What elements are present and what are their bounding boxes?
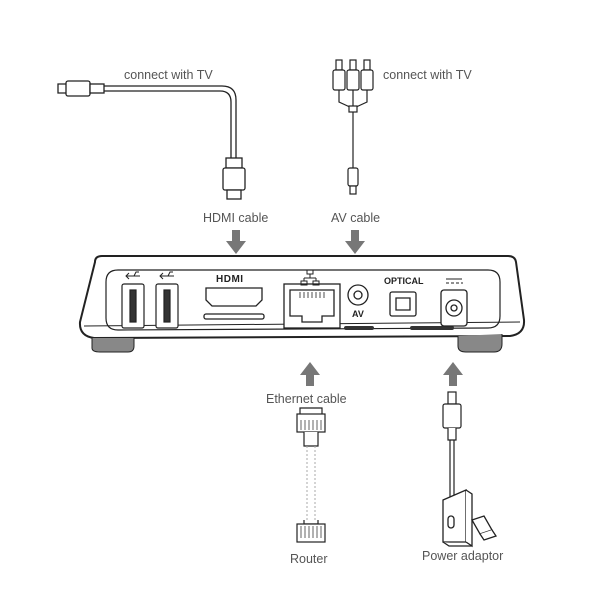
dc-power-port	[440, 289, 468, 327]
dc-plug	[442, 403, 462, 429]
rca-plug-left	[332, 59, 353, 109]
hdmi-port	[203, 287, 265, 320]
power-adaptor-cable	[442, 391, 462, 509]
hdmi-port-label: HDMI	[216, 274, 244, 285]
optical-port	[389, 291, 417, 317]
ethernet-port	[283, 283, 341, 329]
optical-slot	[410, 326, 454, 330]
ethernet-arrow-icon	[300, 362, 320, 386]
av-port	[347, 284, 369, 306]
av-arrow-icon	[345, 230, 365, 254]
hdmi-arrow-icon	[226, 230, 246, 254]
router-label: Router	[290, 552, 328, 566]
rj45-plug-router-end	[296, 523, 326, 543]
optical-port-label: OPTICAL	[384, 276, 424, 286]
ethernet-cable	[296, 407, 326, 543]
av-cable	[332, 59, 374, 195]
hdmi-plug-box-end	[222, 167, 246, 191]
av-slot	[344, 326, 374, 330]
rca-plug-right	[353, 59, 374, 109]
av-connect-label: connect with TV	[383, 68, 472, 82]
network-icon	[300, 269, 320, 286]
hdmi-cable-label: HDMI cable	[203, 211, 269, 225]
hdmi-cable	[57, 80, 246, 200]
dc-symbol-icon	[446, 278, 463, 284]
usb-icon	[125, 271, 174, 280]
av-cable-label: AV cable	[331, 211, 381, 225]
ethernet-cable-label: Ethernet cable	[266, 392, 347, 406]
usb-port-2	[155, 283, 179, 329]
rca-plug-middle	[346, 59, 360, 108]
av-plug-box-end	[347, 167, 359, 187]
usb-port-1	[121, 283, 145, 329]
power-arrow-icon	[443, 362, 463, 386]
hdmi-connect-label: connect with TV	[124, 68, 213, 82]
av-port-label: AV	[352, 309, 364, 319]
power-adaptor-brick	[442, 489, 498, 548]
hdmi-plug-tv-end	[65, 80, 91, 97]
power-adaptor-label: Power adaptor	[422, 549, 504, 563]
